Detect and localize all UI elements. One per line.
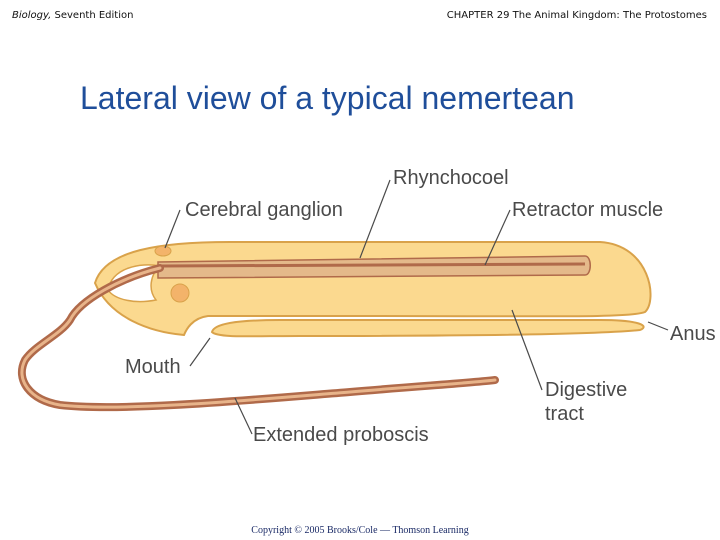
retractor-muscle-line [161,262,586,268]
mouth-leader [189,337,211,367]
extended-proboscis-core [20,266,497,409]
label-retractor-muscle: Retractor muscle [512,199,663,221]
book-header: Biology, Seventh Edition [12,10,133,21]
rhynchocoel-channel [157,255,591,279]
chapter-header: CHAPTER 29 The Animal Kingdom: The Proto… [446,10,707,21]
label-anus: Anus [670,323,716,345]
retractor-muscle-leader [484,209,511,266]
label-digestive-tract-line2: tract [545,403,584,425]
anus-leader [647,321,669,331]
book-title: Biology, [12,10,52,21]
label-mouth: Mouth [125,356,181,378]
slide-title: Lateral view of a typical nemertean [80,80,575,116]
label-rhynchocoel: Rhynchocoel [393,167,509,189]
rhynchocoel-leader [359,179,391,259]
cerebral-ganglion-leader [164,209,181,249]
digestive-tract-shape [210,319,645,338]
book-edition: Seventh Edition [51,10,134,21]
label-extended-proboscis: Extended proboscis [253,424,429,446]
cerebral-ganglion-upper [154,245,172,257]
label-cerebral-ganglion: Cerebral ganglion [185,199,343,221]
label-digestive-tract-line1: Digestive [545,379,627,401]
digestive-tract-leader [511,309,543,391]
extended-proboscis-leader [234,397,253,435]
copyright-notice: Copyright © 2005 Brooks/Cole — Thomson L… [251,525,469,536]
cerebral-ganglion-lower [170,283,190,303]
